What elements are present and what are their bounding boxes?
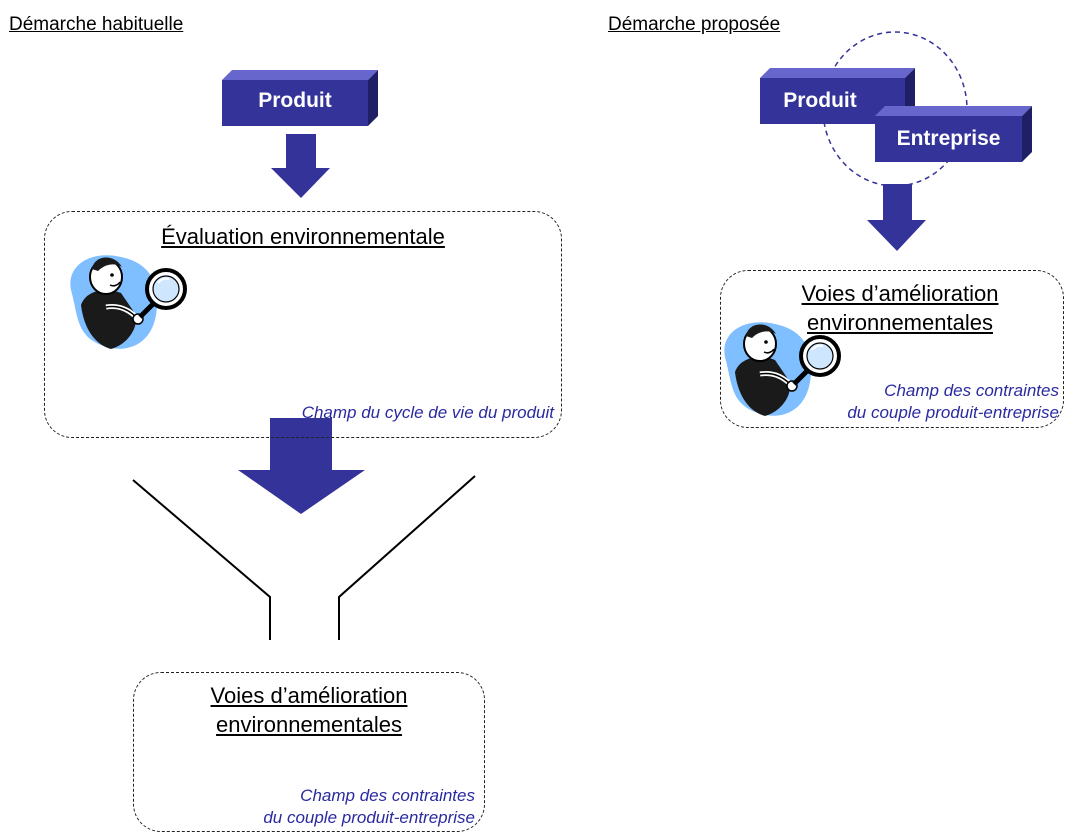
left-heading: Démarche habituelle xyxy=(9,14,184,35)
funnel-lines xyxy=(132,475,476,640)
product-label-left: Produit xyxy=(258,89,332,112)
improvement-scope-line2: du couple produit-entreprise xyxy=(263,808,475,828)
improvement-box-right xyxy=(720,270,1064,428)
arrow-down-icon xyxy=(238,418,365,514)
improvement-title-right: Voies d’amélioration environnementales xyxy=(755,280,1045,337)
arrow-down-icon xyxy=(867,184,926,251)
improvement-title-line2: environnementales xyxy=(216,711,402,737)
improvement-scope-left: Champ des contraintes du couple produit-… xyxy=(263,785,475,829)
improvement-title-left: Voies d’amélioration environnementales xyxy=(133,682,485,739)
improvement-title-line2: environnementales xyxy=(807,309,993,335)
evaluation-scope: Champ du cycle de vie du produit xyxy=(301,403,554,422)
right-heading: Démarche proposée xyxy=(608,14,781,35)
improvement-scope-line1: Champ des contraintes xyxy=(300,786,475,805)
improvement-title-line1: Voies d’amélioration xyxy=(210,683,408,708)
improvement-title-line1: Voies d’amélioration xyxy=(801,281,999,306)
evaluation-box xyxy=(44,211,562,438)
product-label-right: Produit xyxy=(783,89,857,112)
company-label-right: Entreprise xyxy=(896,127,1001,150)
product-block-left xyxy=(222,70,378,126)
arrow-down-icon xyxy=(271,134,330,198)
company-block-right xyxy=(875,106,1032,162)
evaluation-title: Évaluation environnementale xyxy=(161,224,445,249)
improvement-scope-line1: Champ des contraintes xyxy=(884,381,1059,400)
improvement-scope-line2: du couple produit-entreprise xyxy=(847,403,1059,423)
improvement-scope-right: Champ des contraintes du couple produit-… xyxy=(847,380,1059,424)
